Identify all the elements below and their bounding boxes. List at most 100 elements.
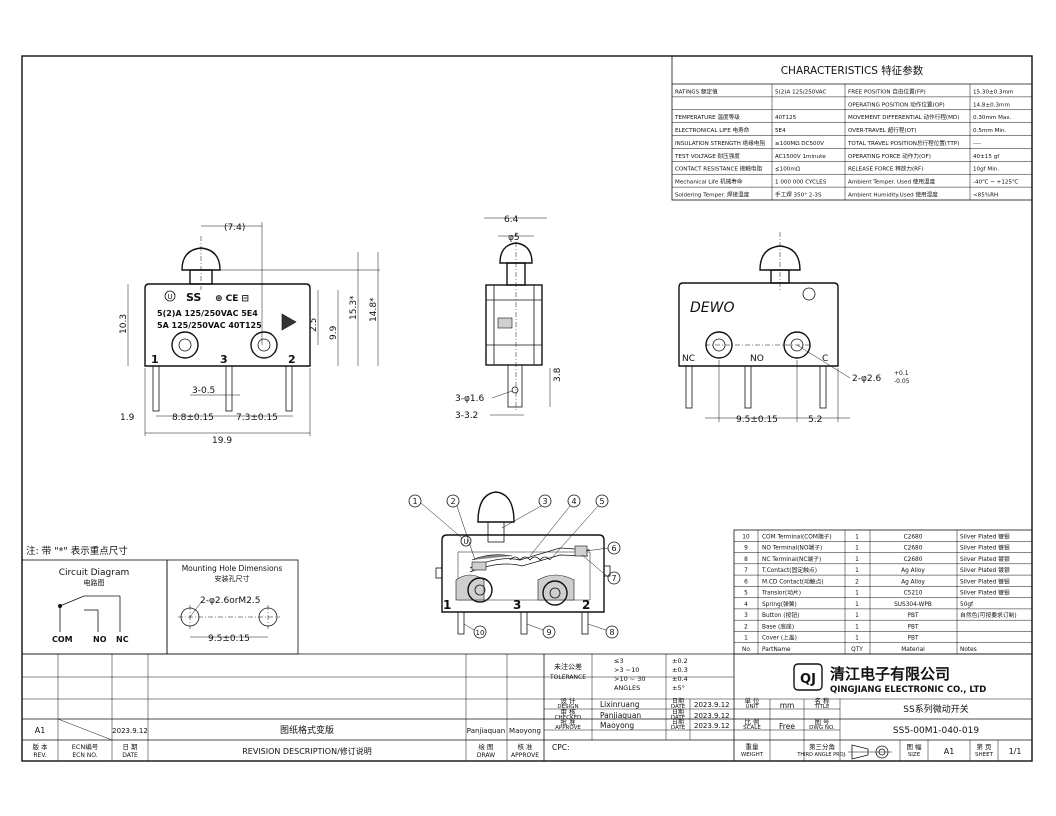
part-cell-1-2: 1: [855, 546, 859, 552]
sheet-label: 第 页: [976, 742, 992, 751]
tolerance-label-en: TOLERANCE: [549, 674, 586, 681]
rev-header: 版 本: [32, 742, 48, 751]
dim-10-3: 10.3: [119, 314, 129, 334]
svg-text:U: U: [463, 538, 468, 546]
callout-9: 9: [546, 628, 551, 637]
revision-drawn-by: Panjiaquan: [467, 727, 505, 735]
sheet-value: 1/1: [1009, 747, 1022, 756]
dim-9-9: 9.9: [329, 325, 339, 340]
char-cell-4-2: TOTAL TRAVEL POSITION总行程位置(TTP): [847, 139, 959, 147]
part-cell-10-1: PartName: [762, 647, 791, 653]
unit-label-en: UNIT: [745, 704, 759, 710]
part-cell-8-2: 1: [855, 624, 859, 630]
char-cell-3-2: OVER-TRAVEL 超行程(OT): [848, 126, 917, 134]
part-cell-5-1: Translor(动片): [761, 589, 801, 597]
part-cell-4-4: Silver Plated 镀银: [960, 577, 1010, 585]
design-label-en: DESIGN: [557, 704, 578, 710]
back-hole-dim: 2-φ2.6: [852, 374, 881, 384]
design-date-label: 日期: [672, 697, 684, 705]
back-pin-nc: NC: [682, 354, 695, 364]
char-cell-3-3: 0.5mm Min.: [973, 128, 1006, 134]
section-view: U 1 3 2 1 2 3 4 5 6 7 8 9: [408, 491, 621, 639]
svg-text:日期: 日期: [672, 708, 684, 716]
part-cell-6-3: SUS304-WPB: [894, 602, 932, 608]
checked-label-en: CHECKED: [555, 715, 582, 721]
callout-6: 6: [611, 544, 616, 553]
front-pin-1: 1: [151, 353, 159, 366]
circuit-diagram: Circuit Diagram 电路图 COM NO NC: [21, 559, 299, 655]
tol-value-1: ±0.3: [672, 666, 688, 674]
dim-2-5: 2.5: [309, 318, 319, 332]
draw-header-en: DRAW: [477, 752, 495, 759]
char-cell-1-3: 14.8±0.3mm: [973, 102, 1010, 108]
circuit-com: COM: [52, 635, 73, 644]
part-cell-1-3: C2680: [904, 546, 923, 552]
char-cell-0-3: 15.30±0.3mm: [973, 89, 1014, 95]
char-cell-8-2: Ambient Humidity.Used 使用湿度: [848, 191, 938, 199]
unit-value: mm: [780, 701, 795, 710]
part-cell-5-2: 1: [855, 591, 859, 597]
char-cell-8-3: <85%RH: [973, 193, 998, 199]
side-dim-3-3-2: 3-3.2: [455, 411, 478, 421]
drawing-number: SS5-00M1-040-019: [893, 726, 979, 736]
char-cell-8-1: 手工焊 350° 2-3S: [775, 191, 822, 199]
char-cell-5-2: OPERATING FORCE 动作力(OF): [848, 152, 931, 160]
part-cell-5-3: C5210: [904, 591, 923, 597]
callout-4: 4: [571, 497, 576, 506]
part-cell-7-1: Button (按钮): [762, 611, 799, 619]
revision-rev: A1: [35, 726, 46, 735]
callout-5: 5: [599, 497, 604, 506]
mounting-hole-dimensions: Mounting Hole Dimensions 安装孔尺寸 2-φ2.6orM…: [178, 564, 282, 644]
char-cell-4-1: ≥100MΩ DC500V: [775, 141, 824, 147]
part-cell-9-1: Cover (上盖): [762, 634, 797, 642]
part-cell-6-2: 1: [855, 602, 859, 608]
front-view: U SS ⊕ CE ⊟ 5(2)A 125/250VAC 5E4 5A 125/…: [119, 222, 380, 446]
checker-name: Panjiaquan: [600, 711, 641, 720]
scale-value: Free: [779, 722, 795, 731]
tol-range-0: ≤3: [614, 657, 624, 665]
char-cell-6-1: ≤100mΩ: [775, 167, 801, 173]
revision-description: 图纸格式变版: [280, 724, 334, 736]
callout-8: 8: [609, 628, 614, 637]
unit-label: 单 位: [744, 696, 760, 705]
tol-value-0: ±0.2: [672, 657, 688, 665]
back-dim-9-5: 9.5±0.15: [736, 415, 778, 425]
third-angle-projection-icon: [848, 744, 892, 760]
part-cell-7-4: 自然色(可按要求订制): [960, 611, 1017, 619]
front-pin-2: 2: [288, 353, 296, 366]
front-rating-line-2: 5A 125/250VAC 40T125: [157, 321, 262, 330]
callout-2: 2: [450, 497, 455, 506]
title-label: 名 称: [814, 696, 830, 705]
callout-3: 3: [542, 497, 547, 506]
char-cell-3-0: ELECTRONICAL LIFE 电寿命: [675, 126, 750, 134]
char-cell-2-1: 40T125: [775, 115, 797, 121]
front-rating-line-1: 5(2)A 125/250VAC 5E4: [157, 309, 258, 318]
char-cell-2-3: 0.30mm Max.: [973, 115, 1012, 121]
part-cell-10-3: Material: [901, 647, 925, 653]
part-cell-3-4: Silver Plated 镀银: [960, 566, 1010, 574]
side-dim-3-8: 3.8: [553, 367, 563, 382]
char-cell-7-3: -40℃ ~ +125℃: [973, 179, 1018, 186]
key-dimension-note: 注: 带 "*" 表示重点尺寸: [26, 545, 128, 557]
approve-label: 批 准: [560, 717, 576, 726]
tol-range-1: >3 ~10: [614, 666, 639, 674]
dim-14-8: 14.8*: [369, 297, 379, 322]
draw-header: 绘 图: [478, 742, 493, 751]
drawing-title: SS系列微动开关: [903, 703, 968, 715]
company-name-cn: 清江电子有限公司: [830, 665, 950, 683]
part-cell-10-2: QTY: [851, 647, 863, 653]
checked-date: 2023.9.12: [694, 712, 730, 720]
company-name-en: QINGJIANG ELECTRONIC CO., LTD: [830, 685, 986, 695]
dim-19-9: 19.9: [212, 436, 232, 446]
dim-7-3: 7.3±0.15: [236, 413, 278, 423]
part-cell-1-4: Silver Plated 镀银: [960, 544, 1010, 552]
circuit-nc: NC: [116, 635, 129, 644]
cpc-label: CPC:: [552, 743, 570, 752]
svg-text:日期: 日期: [672, 718, 684, 726]
title-label-en: TITLE: [814, 704, 830, 710]
part-cell-2-3: C2680: [904, 557, 923, 563]
front-brand: SS: [186, 291, 201, 304]
char-cell-0-2: FREE POSITION 自由位置(FP): [848, 87, 926, 95]
weight-label-en: WEIGHT: [741, 752, 764, 758]
